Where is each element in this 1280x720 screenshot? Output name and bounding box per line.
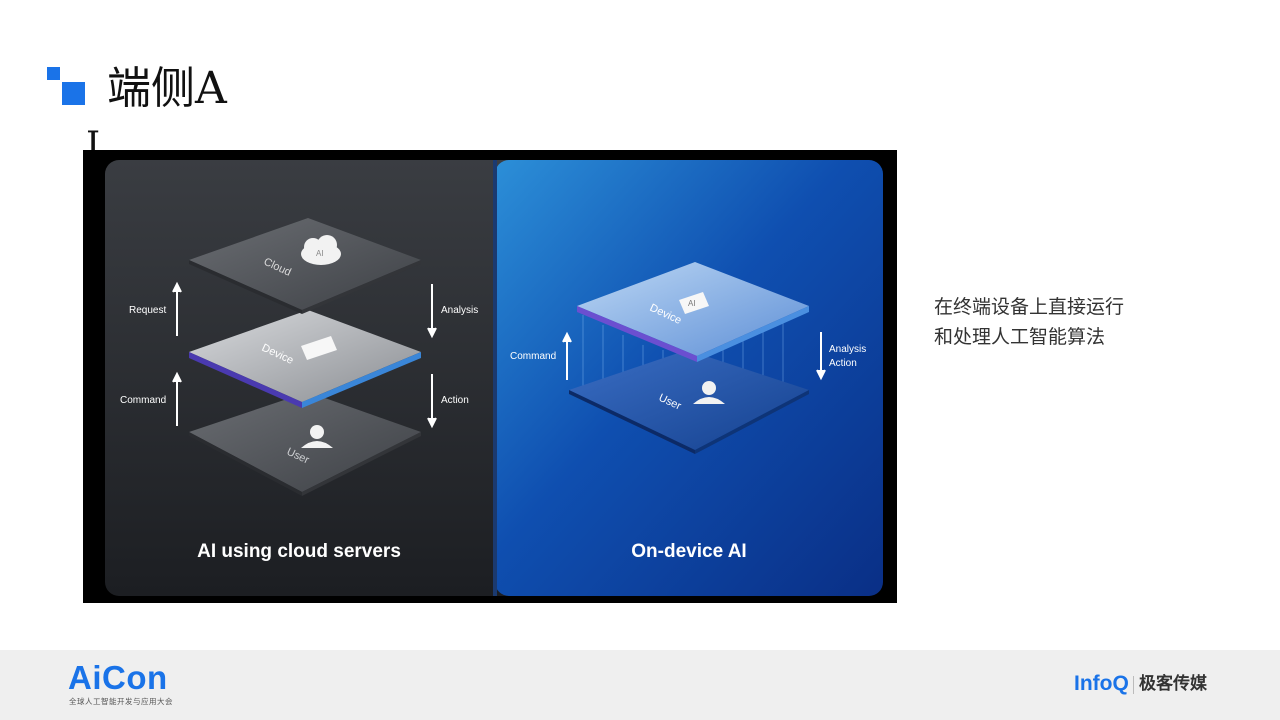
title-marker-icon xyxy=(47,67,85,105)
left-device-layer: Device xyxy=(189,310,421,408)
left-analysis-arrow-label: Analysis xyxy=(441,305,478,316)
left-panel-caption: AI using cloud servers xyxy=(197,541,401,562)
infoq-logo: InfoQ xyxy=(1074,672,1129,695)
slide-title-continuation: I xyxy=(86,126,101,150)
description-line-2: 和处理人工智能算法 xyxy=(934,326,1106,348)
request-arrow-label: Request xyxy=(129,305,166,316)
left-cloud-chip-label: AI xyxy=(316,249,324,258)
left-user-layer: User xyxy=(189,392,421,496)
right-panel-caption: On-device AI xyxy=(631,541,746,562)
right-user-layer: User xyxy=(569,350,809,454)
left-arrows xyxy=(172,281,437,429)
left-cloud-layer: AI Cloud xyxy=(189,218,421,314)
right-command-arrow-label: Command xyxy=(510,351,556,362)
right-arrows xyxy=(562,331,826,381)
left-command-arrow-label: Command xyxy=(120,395,166,406)
footer-bar: AiCon 全球人工智能开发与应用大会 InfoQ 极客传媒 xyxy=(0,650,1280,720)
comparison-figure: User Device AI Cloud Request xyxy=(83,150,897,603)
slide-title: 端侧A xyxy=(107,63,227,114)
logo-divider xyxy=(1133,676,1134,694)
right-device-chip-label: AI xyxy=(688,299,696,308)
right-device-layer: AI Device xyxy=(577,262,809,362)
aicon-subtitle: 全球人工智能开发与应用大会 xyxy=(69,697,173,706)
right-action-arrow-label: Action xyxy=(829,358,857,369)
left-action-arrow-label: Action xyxy=(441,395,469,406)
description-line-1: 在终端设备上直接运行 xyxy=(934,296,1125,318)
right-analysis-arrow-label: Analysis xyxy=(829,344,866,355)
aicon-logo: AiCon xyxy=(68,659,168,696)
infoq-company-name: 极客传媒 xyxy=(1139,674,1207,694)
description-text: 在终端设备上直接运行 和处理人工智能算法 xyxy=(934,292,1124,352)
